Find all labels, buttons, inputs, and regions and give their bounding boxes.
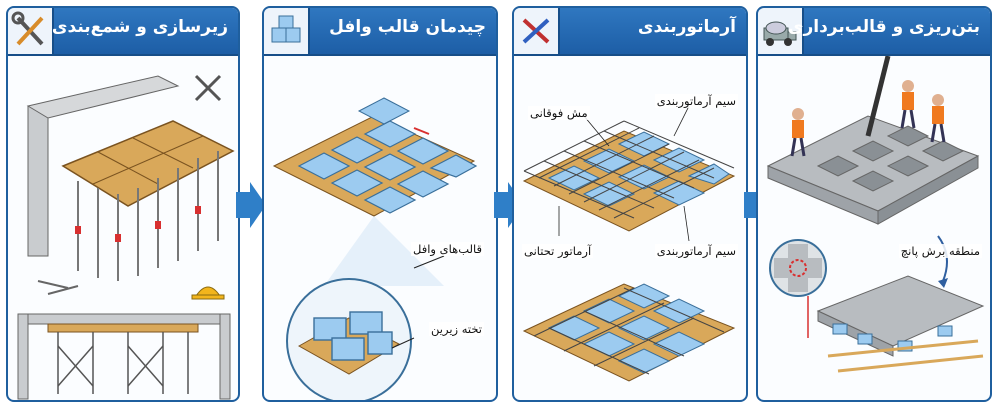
panel-formwork: زیرسازی و شمع‌بندی	[6, 6, 240, 402]
mixer-truck-icon	[758, 8, 804, 54]
worker-figure	[790, 108, 806, 157]
label-rebar-top: سیم آرماتوربندی	[654, 94, 738, 108]
panel-header: زیرسازی و شمع‌بندی	[8, 8, 238, 56]
panel-waffle-layout: چیدمان قالب وافل قالب‌های وافل تخته زیری…	[262, 6, 498, 402]
label-top-mesh: مش فوقانی	[528, 106, 590, 120]
label-punch-zone: منطقه برش پانچ	[898, 244, 982, 258]
panel-title: بتن‌ریزی و قالب‌برداری	[787, 17, 980, 37]
label-base-board: تخته زیرین	[429, 322, 484, 336]
panel-header: چیدمان قالب وافل	[264, 8, 496, 56]
label-rebar-bottom: سیم آرماتوربندی	[654, 244, 738, 258]
flow-arrow	[494, 182, 524, 228]
panel-title: آرماتوربندی	[637, 17, 736, 37]
panel-header: بتن‌ریزی و قالب‌برداری	[758, 8, 990, 56]
panel-title: زیرسازی و شمع‌بندی	[51, 17, 228, 37]
tools-icon	[8, 8, 54, 54]
concrete-illustration	[766, 56, 985, 373]
bolts-icon	[37, 280, 79, 295]
waffle-illustration	[272, 97, 478, 400]
panel-rebar: آرماتوربندی	[512, 6, 748, 402]
wrench-icon	[194, 74, 222, 102]
boxes-icon	[264, 8, 310, 54]
pliers-icon	[514, 8, 560, 54]
worker-figure	[900, 80, 916, 129]
formwork-illustration	[17, 74, 235, 400]
panel-header: آرماتوربندی	[514, 8, 746, 56]
rebar-illustration	[522, 105, 736, 382]
panel-concrete: بتن‌ریزی و قالب‌برداری	[756, 6, 992, 402]
label-waffle-molds: قالب‌های وافل	[411, 242, 484, 256]
hard-hat-icon	[191, 286, 225, 300]
label-bottom-rebar: آرماتور تحتانی	[522, 244, 594, 258]
flow-arrow	[236, 182, 266, 228]
worker-figure	[930, 94, 946, 143]
panel-title: چیدمان قالب وافل	[329, 17, 486, 37]
